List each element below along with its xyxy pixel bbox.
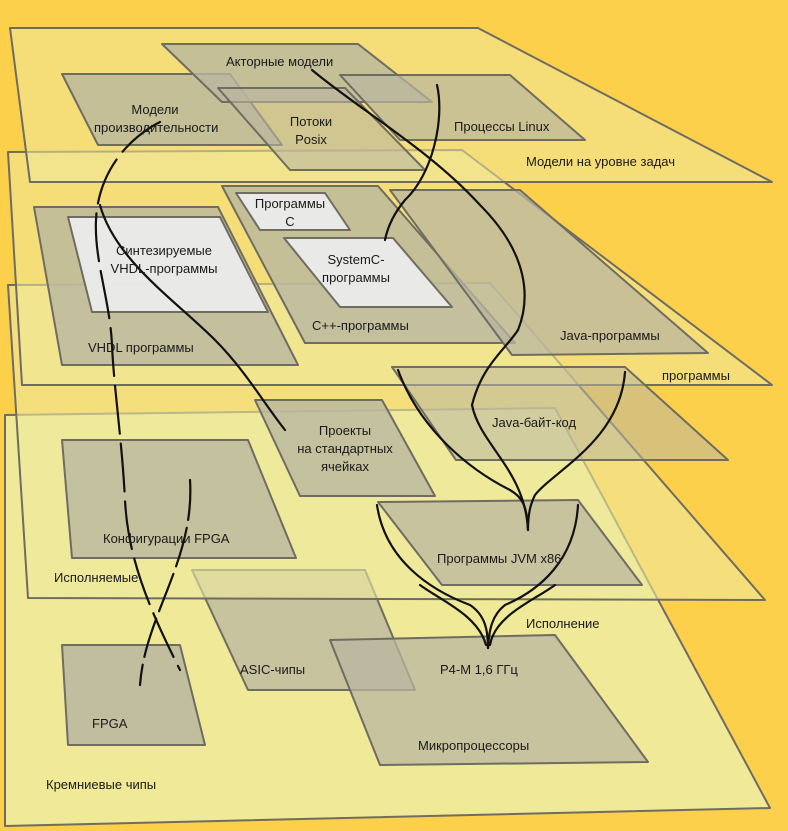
label-perf-models: Модели производительности [94, 101, 219, 137]
layer-label-executables: Исполняемые [54, 570, 139, 585]
label-actor-models: Акторные модели [226, 54, 334, 69]
connector-fan-out-left2 [418, 583, 488, 647]
layer-label-tasks: Модели на уровне задач [526, 154, 676, 169]
label-systemc-line2: программы [322, 270, 390, 285]
label-fpga: FPGA [92, 716, 128, 731]
layer-label-silicon: Кремниевые чипы [46, 777, 157, 792]
connector-fpgaconfig-to-fpga [138, 478, 192, 687]
label-execution: Исполнение [526, 616, 600, 631]
region-fpga [61, 644, 206, 746]
region-std-cell-projects [254, 399, 436, 497]
connector-linux-to-systemc [383, 83, 441, 242]
connector-perf-to-fpga [94, 120, 182, 672]
connector-fan-out-right2 [488, 583, 557, 647]
label-cpp-programs: C++-программы [312, 318, 409, 333]
region-fpga-configs [61, 439, 297, 559]
label-p4m: P4-M 1,6 ГГц [440, 662, 518, 677]
label-posix-line2: Posix [295, 132, 327, 147]
label-java-bytecode: Java-байт-код [492, 415, 577, 430]
region-microprocessors [329, 634, 649, 766]
layer-label-programs: программы [662, 368, 730, 383]
label-microprocessors: Микропроцессоры [418, 738, 530, 753]
region-systemc [283, 237, 453, 308]
label-c-programs-line2: C [285, 214, 295, 229]
connector-fan-in-right [526, 370, 627, 532]
label-synth-vhdl: Синтезируемые VHDL-программы [104, 242, 224, 278]
connector-actor-to-java [310, 68, 526, 407]
label-std-cell-line3: ячейках [320, 459, 369, 474]
label-asic-chips: ASIC-чипы [240, 662, 306, 677]
region-c-programs [235, 192, 351, 231]
label-jvm-programs: Программы JVM x86 [437, 551, 562, 566]
label-posix-line1: Потоки [289, 114, 333, 129]
label-c-programs: Программы C [252, 195, 328, 231]
label-c-programs-line1: Программы [254, 196, 326, 211]
label-perf-models-line1: Модели [131, 102, 179, 117]
label-vhdl-programs: VHDL программы [88, 340, 194, 355]
region-java-programs [389, 189, 709, 356]
region-linux-processes [339, 74, 586, 141]
label-systemc: SystemC- программы [318, 251, 394, 287]
connector-fan-out-right [486, 503, 580, 650]
label-std-cell-line1: Проекты [318, 423, 372, 438]
connector-fan-out-left [375, 503, 490, 650]
label-posix-threads: Потоки Posix [276, 113, 346, 149]
label-linux-processes: Процессы Linux [454, 119, 550, 134]
label-std-cell-projects: Проекты на стандартных ячейках [292, 422, 398, 476]
connector-vhdl-to-stdcell [98, 203, 287, 432]
label-synth-vhdl-line1: Синтезируемые [116, 243, 212, 258]
connector-fan-in-mid [470, 403, 530, 532]
label-std-cell-line2: на стандартных [297, 441, 393, 456]
label-systemc-line1: SystemC- [327, 252, 385, 267]
label-perf-models-line2: производительности [94, 120, 219, 135]
label-fpga-configs: Конфигурации FPGA [103, 531, 230, 546]
label-java-programs: Java-программы [560, 328, 660, 343]
label-synth-vhdl-line2: VHDL-программы [110, 261, 218, 276]
